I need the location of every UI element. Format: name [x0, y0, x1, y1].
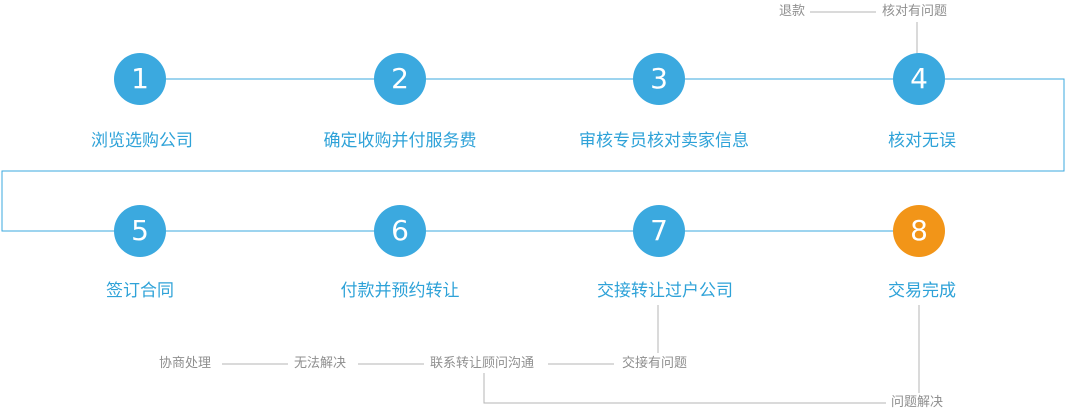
step-2-label: 确定收购并付服务费: [323, 131, 477, 151]
step-4-label: 核对无误: [888, 131, 956, 151]
step-4-circle: 4: [893, 53, 945, 105]
step-3-label: 审核专员核对卖家信息: [579, 131, 749, 151]
step-5-circle: 5: [114, 205, 166, 257]
step-2-circle: 2: [374, 53, 426, 105]
branch-resolved-path: [483, 373, 886, 404]
note-issue-resolved: 问题解决: [891, 395, 944, 410]
step-1-circle: 1: [114, 53, 166, 105]
note-refund: 退款: [779, 4, 806, 19]
note-contact-advisor: 联系转让顾问沟通: [430, 356, 535, 371]
step-3-circle: 3: [633, 53, 685, 105]
note-handover-issue: 交接有问题: [622, 356, 688, 371]
step-7-circle: 7: [633, 205, 685, 257]
note-unresolvable: 无法解决: [294, 356, 347, 371]
step-8-circle: 8: [893, 205, 945, 257]
step-8-label: 交易完成: [888, 281, 956, 301]
step-7-label: 交接转让过户公司: [597, 281, 733, 301]
step-6-circle: 6: [374, 205, 426, 257]
step-1-label: 浏览选购公司: [91, 131, 193, 151]
note-verify-issue: 核对有问题: [882, 4, 948, 19]
note-negotiate: 协商处理: [159, 356, 212, 371]
step-6-label: 付款并预约转让: [340, 281, 460, 301]
step-5-label: 签订合同: [106, 281, 174, 301]
